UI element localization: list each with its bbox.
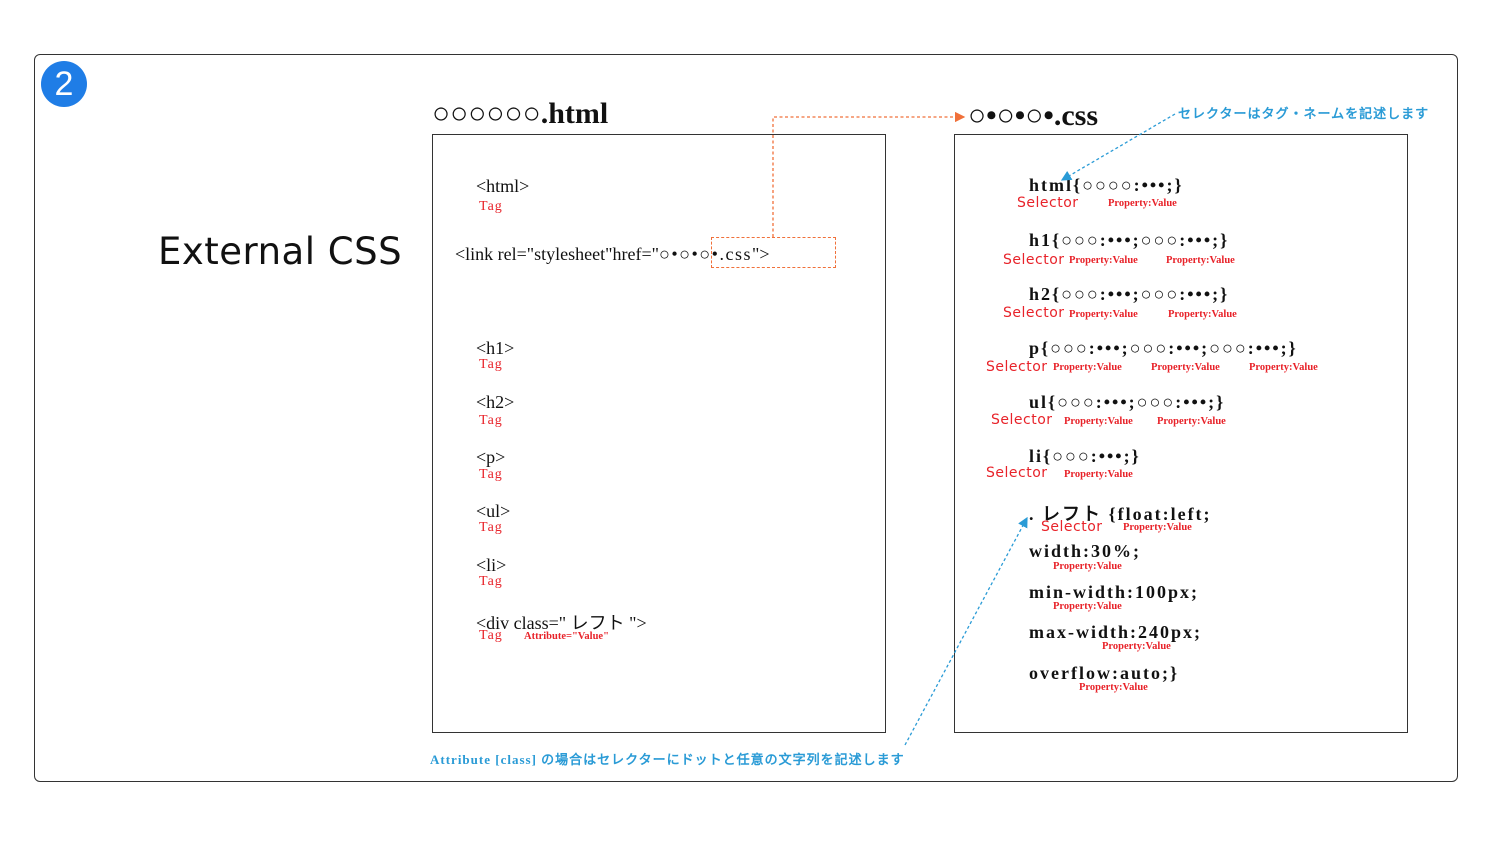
- label-tag: Tag: [479, 467, 503, 482]
- label-selector: Selector: [986, 465, 1048, 481]
- css-filename: ○•○•○•.css: [968, 99, 1099, 132]
- css-decl-min-width: min-width:100px;: [1029, 582, 1200, 602]
- label-selector: Selector: [986, 359, 1048, 375]
- label-tag: Tag: [479, 199, 503, 214]
- label-property-value: Property:Value: [1053, 362, 1122, 373]
- page-title: External CSS: [158, 230, 403, 273]
- label-selector: Selector: [1041, 519, 1103, 535]
- label-property-value: Property:Value: [1079, 682, 1148, 693]
- label-property-value: Property:Value: [1157, 416, 1226, 427]
- css-rule-h2: h2{○○○:•••;○○○:•••;}: [1029, 284, 1230, 304]
- step-badge: 2: [41, 61, 87, 107]
- code-li-tag: <li>: [476, 555, 507, 575]
- slide-frame: [34, 54, 1458, 782]
- label-tag: Tag: [479, 628, 503, 643]
- label-property-value: Property:Value: [1069, 309, 1138, 320]
- code-h1-tag: <h1>: [476, 338, 515, 358]
- label-property-value: Property:Value: [1064, 469, 1133, 480]
- label-property-value: Property:Value: [1108, 198, 1177, 209]
- css-decl-width: width:30%;: [1029, 541, 1142, 561]
- html-filename: ○○○○○○.html: [432, 97, 609, 130]
- label-tag: Tag: [479, 413, 503, 428]
- css-rule-p: p{○○○:•••;○○○:•••;○○○:•••;}: [1029, 338, 1298, 358]
- code-ul-tag: <ul>: [476, 501, 511, 521]
- label-property-value: Property:Value: [1053, 561, 1122, 572]
- class-note: Attribute [class] の場合はセレクターにドットと任意の文字列を記…: [430, 752, 905, 767]
- label-tag: Tag: [479, 520, 503, 535]
- code-link-tag: <link rel="stylesheet"href="○•○•○•.css">: [455, 244, 770, 264]
- label-attribute-value: Attribute="Value": [524, 631, 609, 642]
- label-selector: Selector: [1003, 252, 1065, 268]
- label-property-value: Property:Value: [1168, 309, 1237, 320]
- label-property-value: Property:Value: [1249, 362, 1318, 373]
- label-property-value: Property:Value: [1123, 522, 1192, 533]
- html-file-panel: [432, 134, 886, 733]
- css-rule-ul: ul{○○○:•••;○○○:•••;}: [1029, 392, 1226, 412]
- code-h2-tag: <h2>: [476, 392, 515, 412]
- label-tag: Tag: [479, 574, 503, 589]
- class-note-arrow: [904, 516, 1028, 746]
- css-rule-class: . レフト {float:left;: [1029, 504, 1212, 524]
- selector-note: セレクターはタグ・ネームを記述します: [1178, 106, 1430, 121]
- code-p-tag: <p>: [476, 447, 506, 467]
- label-property-value: Property:Value: [1069, 255, 1138, 266]
- label-property-value: Property:Value: [1064, 416, 1133, 427]
- href-highlight-box: [711, 237, 836, 268]
- css-rule-li: li{○○○:•••;}: [1029, 446, 1141, 466]
- label-property-value: Property:Value: [1166, 255, 1235, 266]
- label-selector: Selector: [1003, 305, 1065, 321]
- label-selector: Selector: [991, 412, 1053, 428]
- label-tag: Tag: [479, 357, 503, 372]
- link-to-css-arrow: [772, 111, 966, 237]
- label-property-value: Property:Value: [1151, 362, 1220, 373]
- css-decl-overflow: overflow:auto;}: [1029, 663, 1180, 683]
- code-div-tag: <div class=" レフト ">: [476, 613, 647, 633]
- label-selector: Selector: [1017, 195, 1079, 211]
- css-file-panel: [954, 134, 1408, 733]
- css-decl-max-width: max-width:240px;: [1029, 622, 1203, 642]
- selector-note-arrow: [1060, 113, 1176, 181]
- code-html-tag: <html>: [476, 176, 530, 196]
- label-property-value: Property:Value: [1102, 641, 1171, 652]
- label-property-value: Property:Value: [1053, 601, 1122, 612]
- css-rule-h1: h1{○○○:•••;○○○:•••;}: [1029, 230, 1230, 250]
